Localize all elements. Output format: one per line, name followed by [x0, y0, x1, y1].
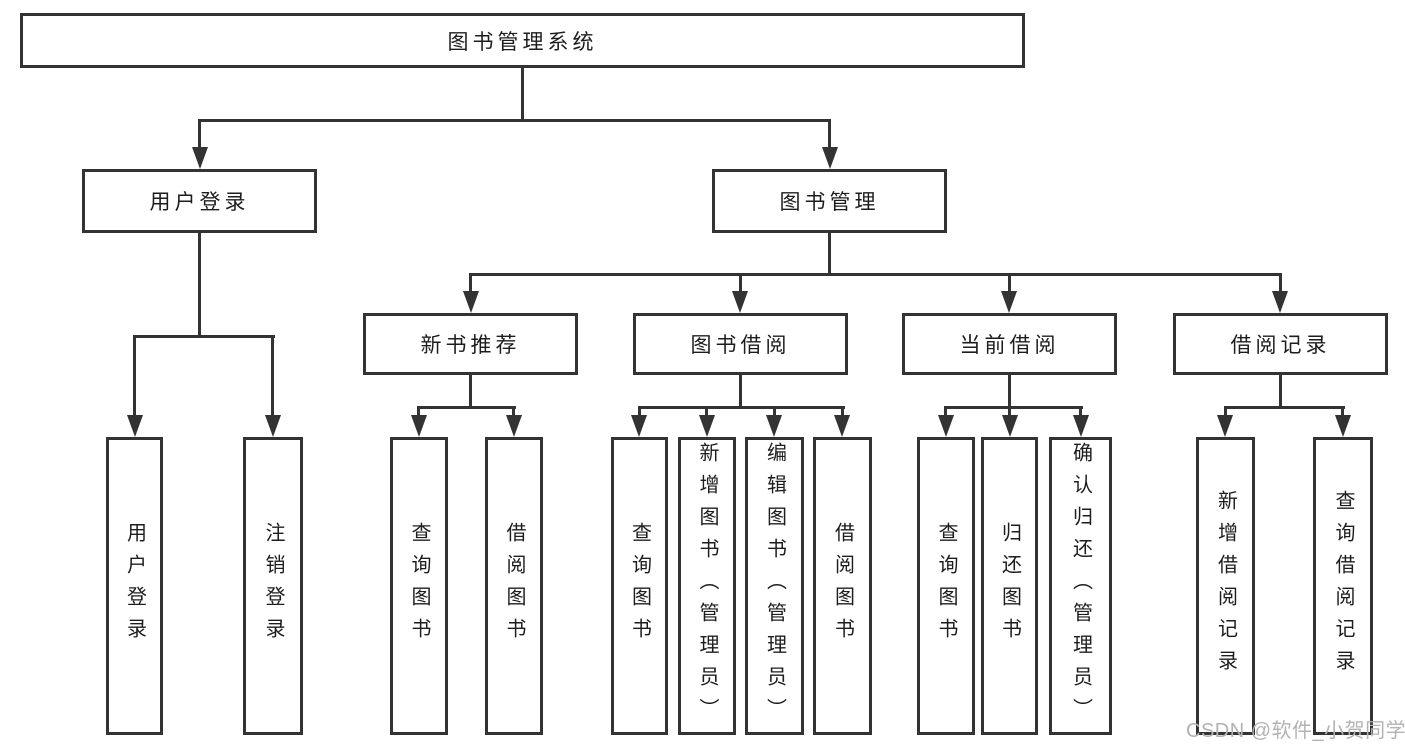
leaf-return-book: 归还图书	[981, 437, 1038, 735]
leaf-return-book-label: 归还图书	[998, 522, 1021, 650]
leaf-add-borrow-record: 新增借阅记录	[1196, 437, 1255, 735]
connector-root-stem	[521, 67, 524, 121]
leaf-borrow-books: 借阅图书	[813, 437, 872, 735]
arrow-down-icon	[127, 415, 143, 437]
connector-leaf-stem	[773, 406, 776, 418]
node-user-login: 用户登录	[82, 169, 317, 233]
node-user-login-label: 用户登录	[149, 191, 250, 214]
arrow-down-icon	[1335, 415, 1351, 437]
arrow-down-icon	[822, 147, 838, 169]
connector-leaf-stem	[1279, 273, 1282, 295]
arrow-down-icon	[192, 147, 208, 169]
connector-leaf-stem	[1341, 406, 1344, 418]
leaf-user-login-label: 用户登录	[123, 522, 146, 650]
connector-leaf-stem	[417, 406, 420, 418]
node-book-management: 图书管理	[712, 169, 947, 233]
node-current-borrow-label: 当前借阅	[959, 334, 1060, 357]
node-current-borrow: 当前借阅	[902, 313, 1117, 375]
connector-leaf-stem	[739, 273, 742, 295]
leaf-edit-book-admin-label: 编辑图书（管理员）	[763, 442, 786, 730]
arrow-down-icon	[631, 415, 647, 437]
arrow-down-icon	[938, 415, 954, 437]
connector-leaf-stem	[133, 335, 136, 419]
arrow-down-icon	[766, 415, 782, 437]
arrow-down-icon	[463, 291, 479, 313]
node-root-label: 图书管理系统	[447, 30, 598, 54]
connector-leaf-stem	[512, 406, 515, 418]
connector-new-book-stem	[469, 375, 472, 409]
leaf-confirm-return-admin-label: 确认归还（管理员）	[1069, 442, 1092, 730]
connector-leaf-stem	[705, 406, 708, 418]
connector-book-borrow-rail	[638, 406, 845, 409]
connector-leaf-stem	[1224, 406, 1227, 418]
connector-root-rail	[198, 119, 831, 122]
node-root: 图书管理系统	[20, 13, 1025, 68]
node-book-borrow-label: 图书借阅	[690, 334, 791, 357]
leaf-user-login: 用户登录	[106, 437, 163, 735]
node-new-book-recommend-label: 新书推荐	[420, 334, 521, 357]
connector-leaf-stem	[1008, 273, 1011, 295]
connector-leaf-stem	[469, 273, 472, 295]
connector-leaf-stem	[841, 406, 844, 418]
connector-stem-book-management	[828, 119, 831, 151]
connector-book-management-stem	[828, 233, 831, 276]
arrow-down-icon	[411, 415, 427, 437]
node-book-borrow: 图书借阅	[633, 313, 848, 375]
leaf-query-borrow-record: 查询借阅记录	[1313, 437, 1373, 735]
arrow-down-icon	[1001, 291, 1017, 313]
connector-borrow-record-rail	[1224, 406, 1345, 409]
connector-leaf-stem	[944, 406, 947, 418]
connector-current-borrow-rail	[944, 406, 1083, 409]
leaf-borrow-books-label: 借阅图书	[831, 522, 854, 650]
arrow-down-icon	[1217, 415, 1233, 437]
node-book-management-label: 图书管理	[779, 191, 880, 214]
arrow-down-icon	[1073, 415, 1089, 437]
arrow-down-icon	[699, 415, 715, 437]
node-borrow-record-label: 借阅记录	[1230, 334, 1331, 357]
leaf-borrow-books-recommend-label: 借阅图书	[503, 522, 525, 650]
leaf-query-books-current: 查询图书	[917, 437, 975, 735]
connector-leaf-stem	[638, 406, 641, 418]
connector-new-book-rail	[417, 406, 516, 409]
arrow-down-icon	[1272, 291, 1288, 313]
arrow-down-icon	[1002, 415, 1018, 437]
leaf-query-books-recommend: 查询图书	[390, 437, 448, 735]
connector-leaf-stem	[1079, 406, 1082, 418]
node-borrow-record: 借阅记录	[1173, 313, 1388, 375]
node-new-book-recommend: 新书推荐	[363, 313, 578, 375]
leaf-add-borrow-record-label: 新增借阅记录	[1214, 490, 1237, 682]
leaf-borrow-books-recommend: 借阅图书	[485, 437, 543, 735]
arrow-down-icon	[834, 415, 850, 437]
arrow-down-icon	[732, 291, 748, 313]
arrow-down-icon	[265, 415, 281, 437]
watermark: CSDN @软件_小贺同学	[1186, 720, 1405, 742]
leaf-add-book-admin-label: 新增图书（管理员）	[696, 442, 718, 730]
connector-user-login-stem	[198, 233, 201, 337]
leaf-add-book-admin: 新增图书（管理员）	[678, 437, 736, 735]
leaf-query-books-recommend-label: 查询图书	[408, 522, 430, 650]
connector-leaf-stem	[1008, 406, 1011, 418]
connector-borrow-record-stem	[1279, 375, 1282, 409]
leaf-confirm-return-admin: 确认归还（管理员）	[1049, 437, 1112, 735]
leaf-logout: 注销登录	[243, 437, 303, 735]
leaf-query-books-borrow-label: 查询图书	[628, 522, 651, 650]
leaf-logout-label: 注销登录	[262, 522, 284, 650]
leaf-query-borrow-record-label: 查询借阅记录	[1332, 490, 1354, 682]
connector-current-borrow-stem	[1008, 375, 1011, 409]
connector-stem-user-login	[198, 119, 201, 151]
connector-leaf-stem	[271, 335, 274, 419]
leaf-query-books-borrow: 查询图书	[611, 437, 668, 735]
connector-book-borrow-stem	[739, 375, 742, 409]
leaf-query-books-current-label: 查询图书	[935, 522, 957, 650]
connector-book-management-rail	[469, 273, 1282, 276]
connector-user-login-rail	[133, 335, 275, 338]
leaf-edit-book-admin: 编辑图书（管理员）	[745, 437, 804, 735]
arrow-down-icon	[506, 415, 522, 437]
